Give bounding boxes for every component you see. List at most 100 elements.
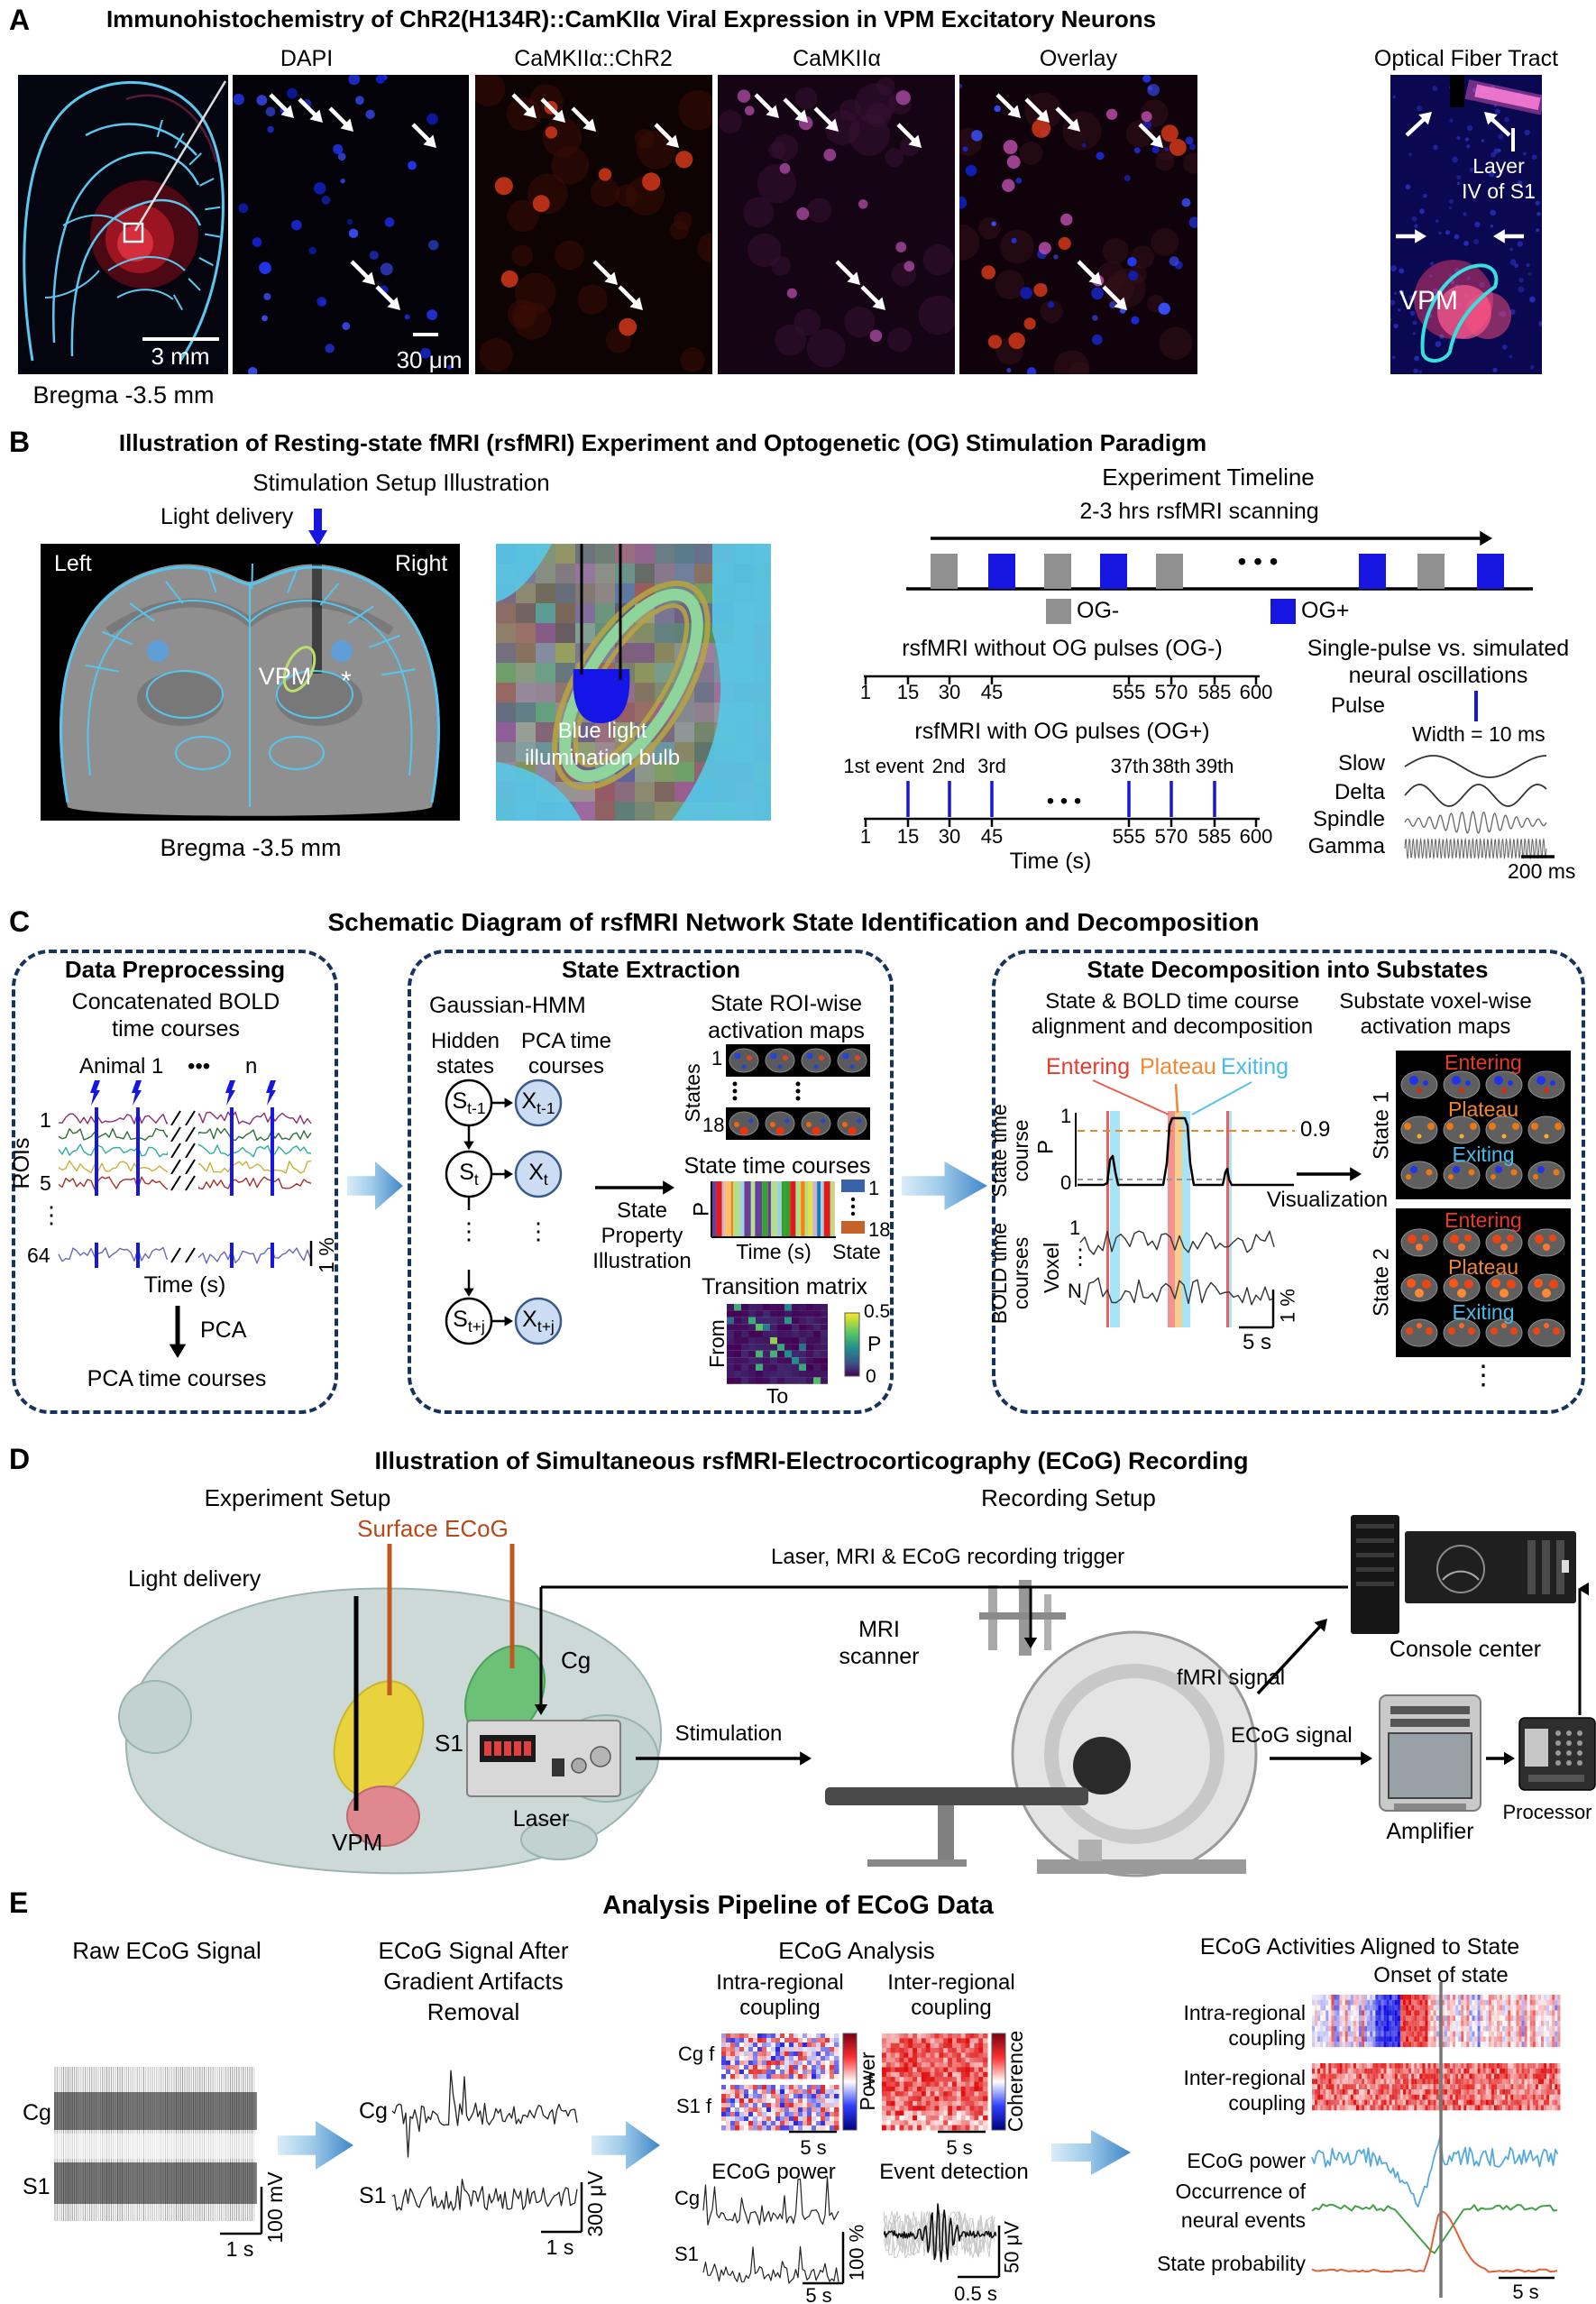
time-axis-label-box2: Time (s) — [736, 1240, 812, 1263]
ecog-flow-arrow-2 — [592, 2121, 660, 2170]
wave-label-gamma: Gamma — [1307, 834, 1385, 858]
fiber-tract-image — [1390, 75, 1542, 374]
og-minus-tick-label: 30 — [938, 681, 961, 703]
onset-label: Onset of state — [1373, 1963, 1509, 1987]
colorbar-p-label: P — [867, 1332, 882, 1355]
bregma-caption-a: Bregma -3.5 mm — [32, 381, 215, 408]
gaussian-hmm-label: Gaussian-HMM — [429, 993, 586, 1018]
scalebar-3mm: 3 mm — [151, 343, 210, 370]
ecog-power-title: ECoG power — [711, 2160, 836, 2184]
hmm-x-vdots: ⋮ — [527, 1217, 550, 1244]
hmm-node-x-tj: Xt+j — [522, 1307, 555, 1336]
box1-title: Data Preprocessing — [64, 956, 286, 983]
transition-matrix-title: Transition matrix — [702, 1274, 867, 1299]
box3-right-title-2: activation maps — [1360, 1014, 1511, 1039]
og-plus-tick-label: 585 — [1197, 825, 1232, 848]
inter-title-2: coupling — [911, 1996, 992, 2020]
fiber-zoom-image — [496, 544, 771, 821]
scalebar-200ms: 200 ms — [1508, 859, 1576, 883]
aligned-inter-2: coupling — [1228, 2091, 1306, 2115]
s1f-label: S1 f — [676, 2095, 712, 2117]
og-minus-tick-label: 45 — [980, 681, 1004, 703]
panel-e-letter: E — [9, 1886, 29, 1919]
colorbar-max: 0.5 — [864, 1301, 891, 1322]
og-event-label: 2nd — [931, 755, 966, 777]
threshold-09: 0.9 — [1300, 1117, 1331, 1142]
f-axis-label: f — [867, 2070, 874, 2092]
panel-b-letter: B — [9, 426, 31, 458]
rois-axis-label: ROIs — [8, 1137, 34, 1189]
og-minus-title: rsfMRI without OG pulses (OG-) — [902, 636, 1223, 661]
box3-right-title-1: Substate voxel-wise — [1339, 989, 1532, 1014]
state-property-1: State — [616, 1198, 668, 1223]
inter-5s-scale: 5 s — [946, 2136, 973, 2159]
pca-time-label-2: courses — [527, 1054, 605, 1079]
recording-setup-title: Recording Setup — [981, 1484, 1156, 1511]
og-minus-tick-label: 585 — [1197, 681, 1232, 703]
box1-sub1: Concatenated BOLD — [71, 989, 280, 1014]
s1-plateau: Plateau — [1447, 1097, 1519, 1121]
state-time-courses-title: State time courses — [683, 1153, 871, 1179]
label-fiber-tract: Optical Fiber Tract — [1373, 46, 1559, 71]
label-overlay: Overlay — [1039, 46, 1118, 71]
layer-label-1: Layer — [1472, 154, 1525, 178]
raw-100mv-scale: 100 mV — [262, 2171, 287, 2244]
aligned-occurrence-2: neural events — [1180, 2208, 1306, 2232]
legend-state-18: 18 — [868, 1218, 891, 1241]
ecog-flow-arrow-1 — [278, 2121, 353, 2170]
og-minus-tick-label: 15 — [896, 681, 920, 703]
roi-1: 1 — [40, 1108, 51, 1132]
console-center-label: Console center — [1389, 1637, 1542, 1662]
box2-title: State Extraction — [562, 956, 740, 983]
pca-out-label: PCA time courses — [87, 1366, 267, 1391]
pca-time-label-1: PCA time — [520, 1029, 612, 1053]
timeline-subtitle: 2-3 hrs rsfMRI scanning — [1079, 499, 1319, 524]
og-plus-tick-label: 1 — [859, 825, 872, 848]
cg-region-label: Cg — [561, 1647, 592, 1674]
og-plus-tick-label: 45 — [980, 825, 1004, 848]
state-time-course-ylabel: State time course — [986, 1104, 1032, 1198]
p-one: 1 — [1060, 1105, 1072, 1127]
timeline-block-blue — [1477, 554, 1504, 589]
panel-e-title: Analysis Pipeline of ECoG Data — [602, 1891, 994, 1920]
raw-ecog-title: Raw ECoG Signal — [72, 1937, 261, 1964]
box3-title: State Decomposition into Substates — [1087, 956, 1489, 983]
left-label: Left — [54, 551, 92, 576]
event-50uv-scale: 50 μV — [1000, 2221, 1023, 2273]
time-axis-label-b: Time (s) — [1009, 849, 1092, 874]
og-plus-swatch — [1270, 599, 1296, 624]
exiting-label: Exiting — [1221, 1054, 1289, 1079]
timeline-block-gray — [931, 554, 958, 589]
timeline-dots: • • • — [1237, 547, 1279, 575]
timeline-block-blue — [988, 554, 1015, 589]
fmri-signal-label: fMRI signal — [1177, 1666, 1286, 1690]
animal-label: Animal 1 — [79, 1054, 164, 1079]
overlay-image — [959, 75, 1197, 374]
layer-label-2: IV of S1 — [1462, 179, 1536, 203]
flow-arrow-1 — [347, 1161, 403, 1210]
label-camkii: CaMKIIα — [793, 46, 881, 71]
timeline-block-gray — [1417, 554, 1445, 589]
og-plus-tick-label: 600 — [1239, 825, 1273, 848]
timeline-block-gray — [1044, 554, 1071, 589]
s1-exiting: Exiting — [1452, 1143, 1515, 1166]
dapi-image — [233, 75, 469, 374]
intra-5s-scale: 5 s — [800, 2136, 827, 2159]
right-label: Right — [395, 551, 448, 576]
og-plus-title: rsfMRI with OG pulses (OG+) — [914, 719, 1210, 744]
raw-cg-label: Cg — [23, 2100, 51, 2125]
aligned-5s-scale: 5 s — [1512, 2281, 1539, 2303]
hmm-node-x-t1: Xt-1 — [521, 1088, 555, 1117]
roi-maps-title-2: activation maps — [708, 1018, 865, 1043]
aligned-occurrence-1: Occurrence of — [1175, 2180, 1306, 2203]
pca-label: PCA — [200, 1317, 247, 1343]
og-event-label: 37th — [1110, 755, 1150, 777]
s1-region-label: S1 — [435, 1730, 463, 1757]
state-18-tick: 18 — [702, 1114, 725, 1136]
box3-sub2: alignment and decomposition — [1031, 1014, 1314, 1039]
label-camkii-chr2: CaMKIIα::ChR2 — [514, 46, 673, 71]
voxel-1: 1 — [1069, 1216, 1081, 1239]
og-event-label: 3rd — [977, 755, 1006, 777]
og-event-label: 39th — [1195, 755, 1234, 777]
